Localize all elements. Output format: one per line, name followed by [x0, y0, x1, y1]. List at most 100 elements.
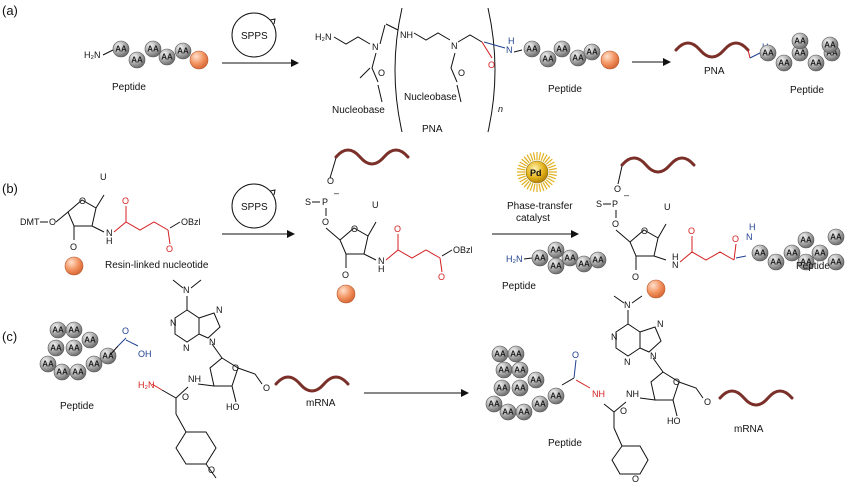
spps-cycle-b: SPPS — [231, 183, 277, 229]
aa-bead — [511, 379, 529, 397]
svg-text:H: H — [378, 264, 385, 274]
aa-bead-label: AA — [534, 254, 546, 263]
aa-bead-label: AA — [88, 360, 100, 369]
pd-ray — [526, 182, 532, 190]
pd-ray — [538, 152, 542, 161]
aa-bead — [827, 228, 845, 246]
svg-text:P: P — [322, 197, 328, 207]
aa-bead-label: AA — [794, 49, 806, 58]
pd-ray — [548, 173, 557, 177]
aa-bead — [511, 361, 529, 379]
aa-bead-label: AA — [830, 233, 842, 242]
aminoacyl-adenosine-right: N N N N N O O HO NH O O — [603, 295, 711, 484]
svg-text:O: O — [378, 68, 385, 78]
pd-ray — [540, 153, 545, 161]
svg-text:O: O — [632, 474, 639, 484]
svg-text:O: O — [612, 219, 619, 229]
aa-bead — [589, 251, 607, 269]
pd-ray — [518, 175, 526, 180]
aa-bead-label: AA — [42, 360, 54, 369]
svg-text:OH: OH — [138, 349, 152, 359]
aa-bead — [81, 331, 99, 349]
aa-bead-label: AA — [556, 45, 568, 54]
aa-bead — [39, 355, 57, 373]
svg-text:O: O — [49, 217, 56, 227]
svg-text:OBzl: OBzl — [181, 217, 201, 227]
aa-bead-label: AA — [578, 260, 590, 269]
aa-bead-label: AA — [496, 384, 508, 393]
svg-text:O: O — [732, 234, 739, 244]
product-b: O S P – O O U H N O O O H N — [596, 165, 756, 282]
svg-text:O: O — [458, 68, 465, 78]
aa-bead-label: AA — [814, 249, 826, 258]
aa-bead — [69, 363, 87, 381]
svg-text:N: N — [650, 351, 657, 361]
aa-bead-label: AA — [550, 246, 562, 255]
svg-text:O: O — [641, 226, 648, 236]
peptide-label-a3: Peptide — [790, 85, 824, 96]
aa-bead — [759, 44, 777, 62]
aa-bead — [791, 32, 809, 50]
pd-ray — [548, 175, 556, 180]
aa-bead-label: AA — [778, 59, 790, 68]
svg-text:N: N — [106, 228, 113, 238]
svg-text:HO: HO — [226, 402, 240, 412]
svg-text:N: N — [746, 232, 753, 242]
pd-ray — [529, 153, 534, 161]
aa-bead-label: AA — [794, 37, 806, 46]
svg-text:O: O — [438, 272, 445, 282]
svg-text:H: H — [672, 252, 679, 262]
pd-ray — [532, 183, 536, 192]
aa-bead — [531, 395, 549, 413]
pd-ray — [545, 179, 553, 186]
svg-text:P: P — [612, 199, 618, 209]
mrna-strand-right — [718, 389, 794, 407]
aa-bead — [158, 48, 176, 66]
pd-ray — [545, 158, 553, 165]
spps-cycle-a: SPPS — [231, 12, 277, 58]
aa-bead — [112, 40, 130, 58]
pd-ray — [517, 167, 526, 171]
aa-bead-label: AA — [502, 408, 514, 417]
mrna-label-right: mRNA — [734, 424, 764, 435]
svg-text:N: N — [657, 319, 664, 329]
svg-text:S: S — [305, 197, 311, 207]
pd-ray — [532, 152, 536, 161]
pd-ray — [519, 177, 527, 183]
svg-text:O: O — [182, 392, 189, 402]
svg-text:N: N — [216, 305, 223, 315]
pd-ray — [521, 158, 529, 165]
pd-ray — [526, 154, 532, 162]
svg-text:NH: NH — [592, 389, 605, 399]
aa-bead-label: AA — [514, 366, 526, 375]
pd-catalyst: Pd — [517, 152, 557, 192]
aa-bead-label: AA — [810, 59, 822, 68]
peptide-label-c2: Peptide — [548, 438, 582, 449]
aa-bead-label: AA — [530, 376, 542, 385]
aa-bead — [751, 244, 769, 262]
aa-bead — [547, 387, 565, 405]
aa-bead — [797, 231, 815, 249]
svg-text:O: O — [122, 326, 129, 336]
aa-bead-label: AA — [786, 249, 798, 258]
aa-bead — [65, 321, 83, 339]
pd-ray — [542, 154, 548, 162]
svg-text:O: O — [70, 242, 77, 252]
svg-text:O: O — [232, 363, 239, 373]
aa-bead-label: AA — [592, 256, 604, 265]
aa-bead — [807, 54, 825, 72]
svg-text:O: O — [488, 60, 495, 70]
aa-bead-label: AA — [514, 384, 526, 393]
aa-bead-label: AA — [518, 408, 530, 417]
spps-label-a: SPPS — [241, 31, 268, 42]
aa-bead — [561, 249, 579, 267]
pd-ray — [529, 183, 534, 191]
svg-text:O: O — [263, 383, 270, 393]
pd-ray — [538, 183, 542, 192]
aa-bead-label: AA — [800, 258, 812, 267]
peptide-label-a2: Peptide — [548, 84, 582, 95]
panel-label-b: (b) — [2, 181, 18, 196]
svg-text:O: O — [122, 196, 129, 206]
aa-bead-label: AA — [526, 45, 538, 54]
